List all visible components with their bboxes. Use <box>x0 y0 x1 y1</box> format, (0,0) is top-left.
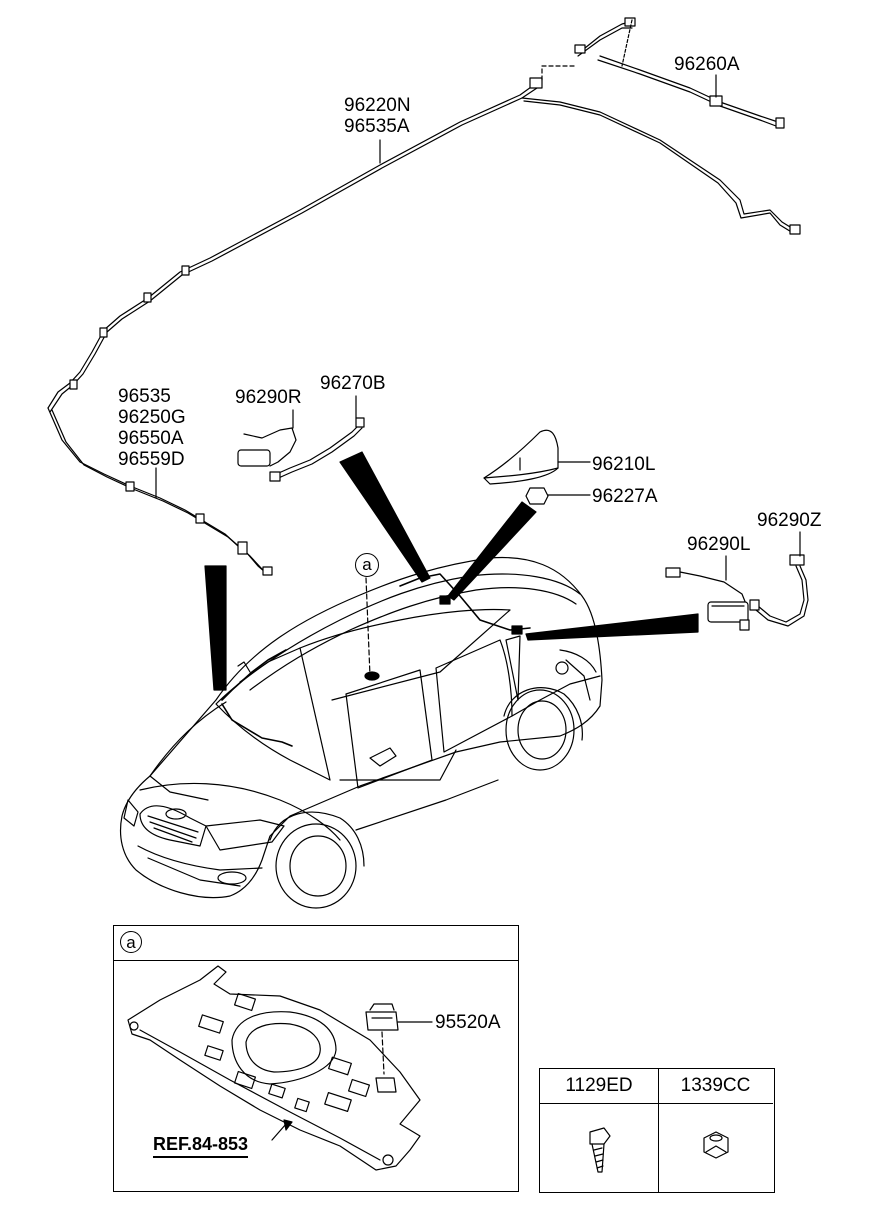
label-96290z: 96290Z <box>757 510 822 531</box>
shark-fin-antenna-drawing <box>483 429 591 505</box>
label-96270b: 96270B <box>320 373 386 394</box>
label-96290r: 96290R <box>235 387 302 408</box>
car-body-drawing <box>119 556 603 909</box>
label-95520a: 95520A <box>435 1012 501 1033</box>
label-96550a: 96550A <box>118 428 184 449</box>
bolt-1129ed-drawing <box>589 1127 611 1173</box>
detail-header: a <box>114 926 518 961</box>
front-harness-drawing <box>47 407 273 576</box>
label-96290l: 96290L <box>687 534 751 555</box>
fastener-header-1129ed: 1129ED <box>540 1069 658 1104</box>
detail-tag-a: a <box>120 931 142 953</box>
ref-link[interactable]: REF.84-853 <box>153 1134 249 1158</box>
harness-96290l-96290z-drawing <box>665 531 809 631</box>
label-96535a: 96535A <box>344 116 410 137</box>
label-96220n: 96220N <box>344 95 411 116</box>
label-96210l: 96210L <box>592 454 656 475</box>
label-96250g: 96250G <box>118 407 186 428</box>
fastener-table: 1129ED 1339CC <box>539 1068 775 1193</box>
detail-box-a: a <box>113 925 519 1192</box>
pointer-arrows <box>204 451 699 691</box>
harness-96290r-96270b-drawing <box>237 395 365 482</box>
nut-1339cc-drawing <box>703 1131 729 1159</box>
label-96227a: 96227A <box>592 486 658 507</box>
label-group-96535: 96535 96250G 96550A 96559D <box>118 386 186 470</box>
roof-panel-detail-drawing <box>127 965 433 1171</box>
harness-96260a-drawing <box>574 17 785 129</box>
label-group-96220n: 96220N 96535A <box>344 95 411 137</box>
callout-a: a <box>355 553 379 577</box>
label-96260a: 96260A <box>674 54 740 75</box>
roof-harness-drawing <box>47 65 801 413</box>
label-96535: 96535 <box>118 386 171 407</box>
fastener-header-1339cc: 1339CC <box>658 1069 773 1104</box>
column-divider <box>658 1069 659 1192</box>
label-96559d: 96559D <box>118 449 185 470</box>
